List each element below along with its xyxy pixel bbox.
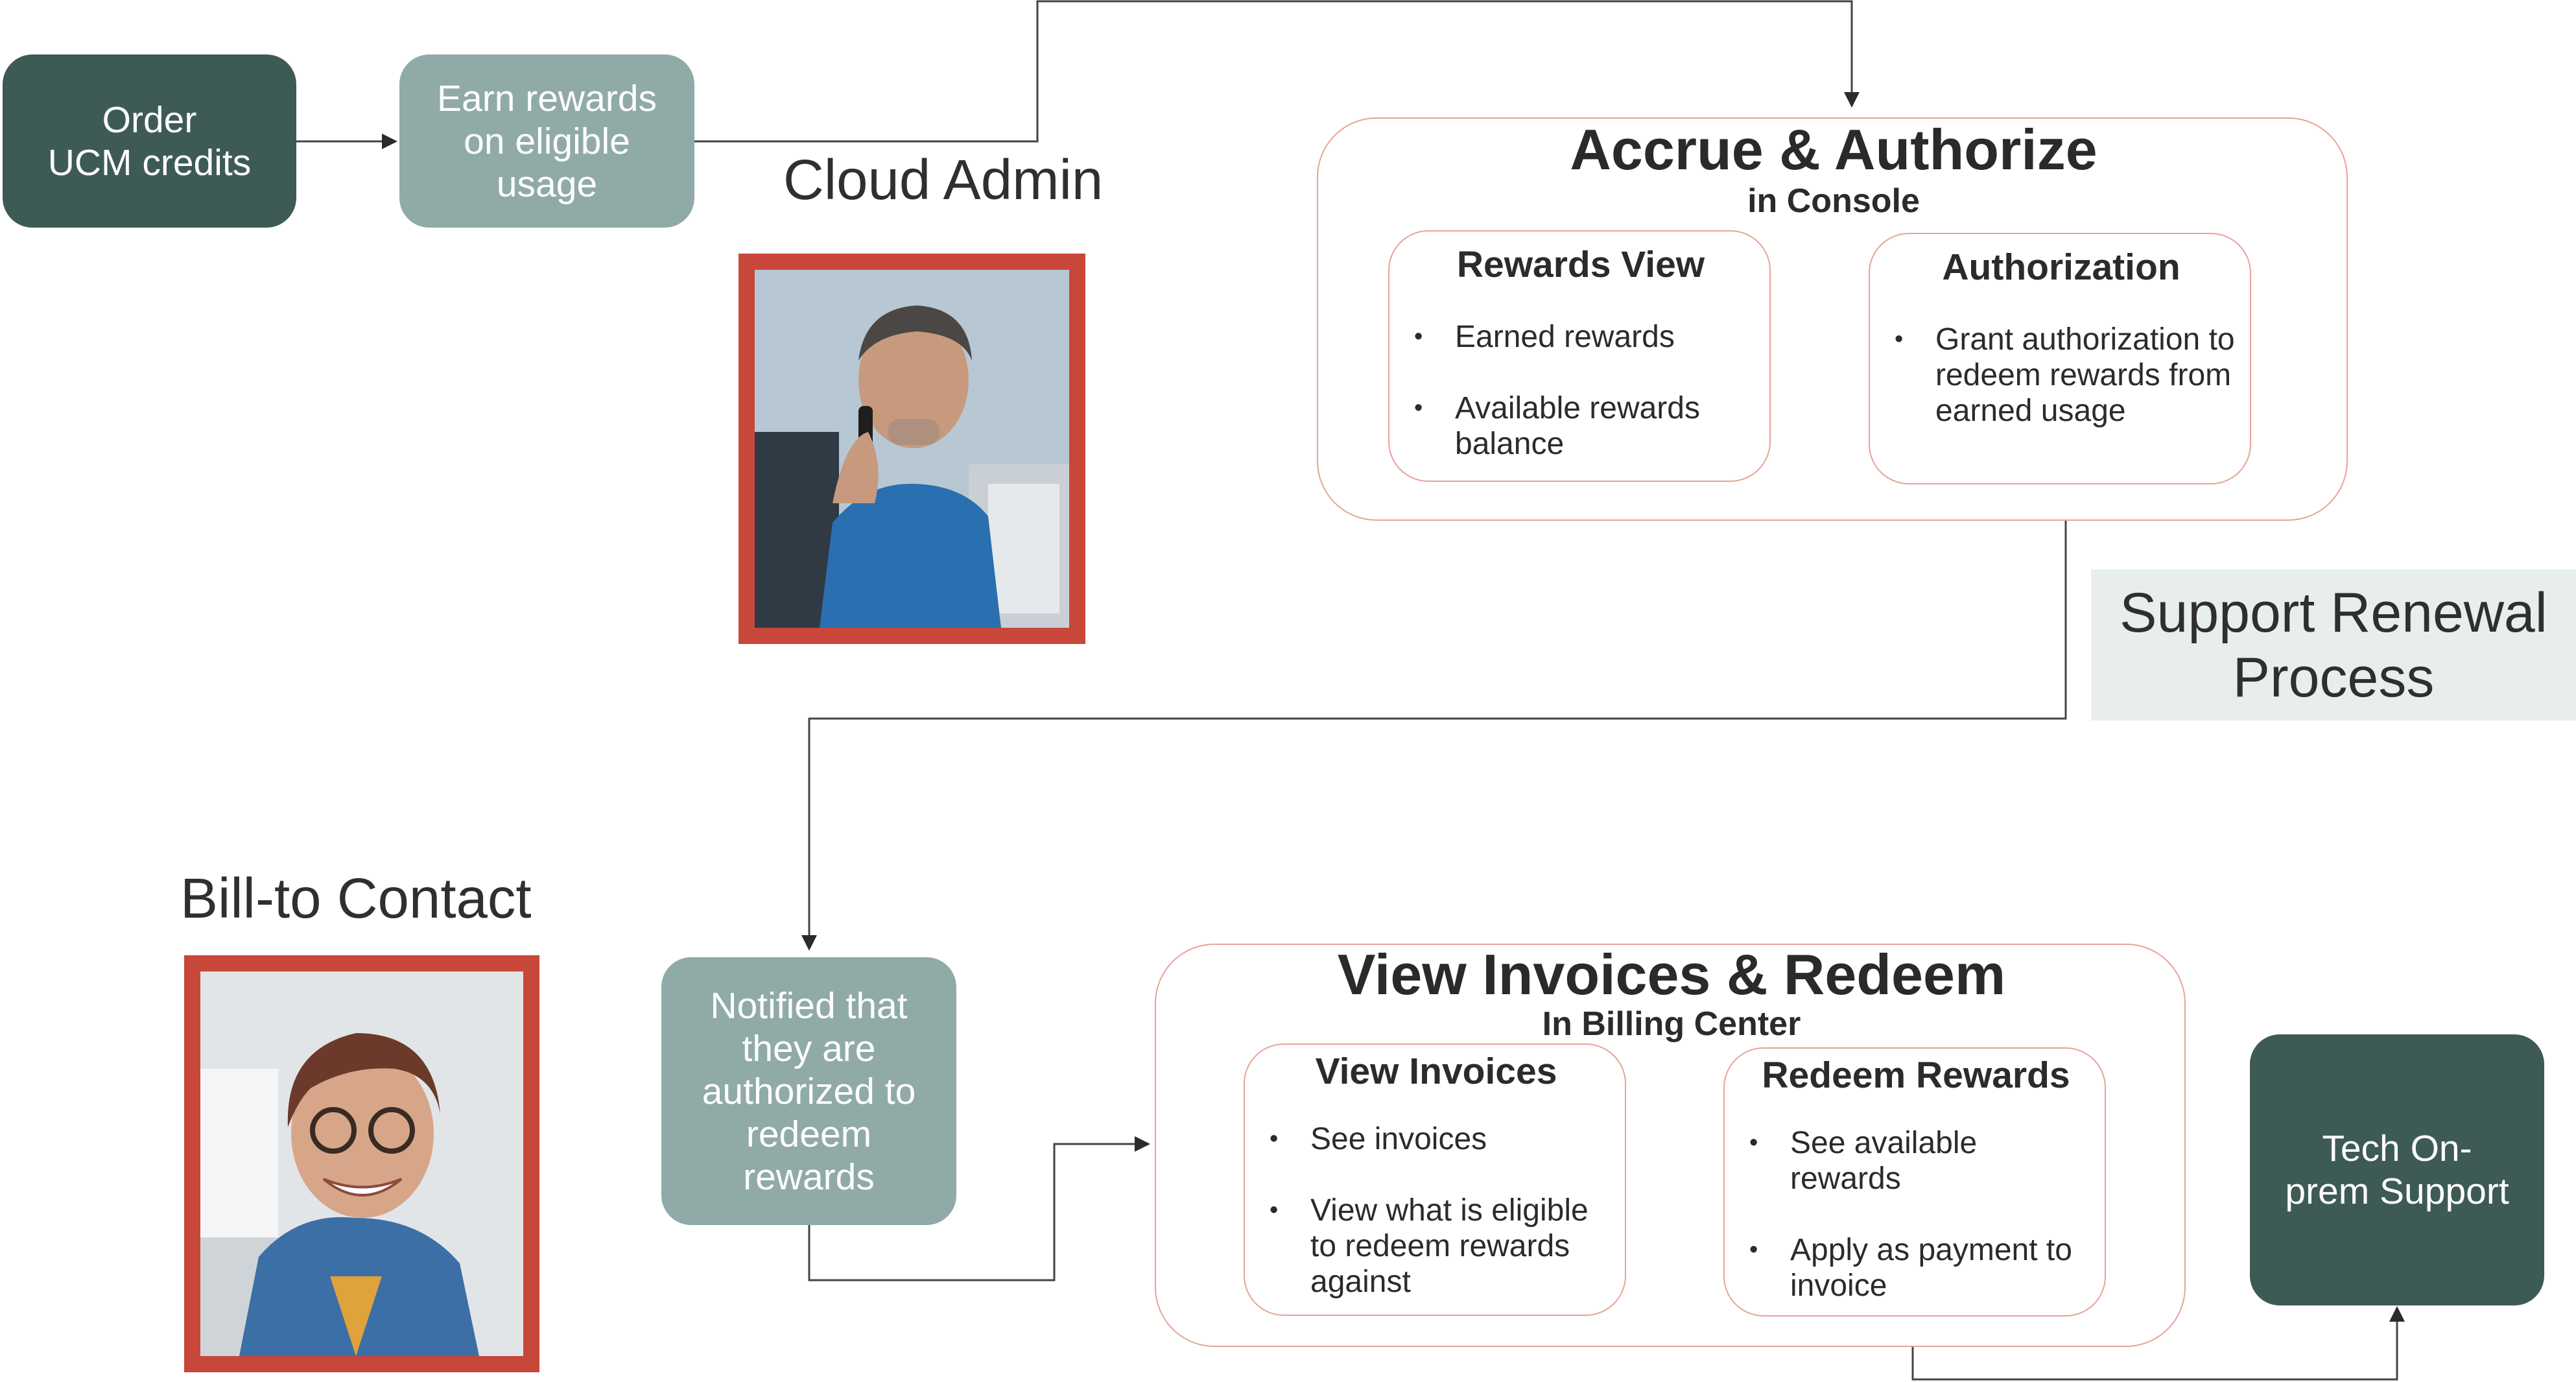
accrue-authorize-panel: Accrue & Authorize in Console Rewards Vi… [1317,117,2348,521]
earn-rewards-node: Earn rewards on eligible usage [399,54,694,228]
view-invoices-list: See invoices View what is eligible to re… [1245,1121,1595,1300]
bill-to-contact-photo [184,955,539,1372]
list-item: Available rewards balance [1389,390,1740,462]
list-item: See invoices [1245,1121,1595,1157]
cloud-admin-photo [739,254,1085,644]
smiling-woman-illustration [200,971,523,1356]
view-invoices-redeem-title: View Invoices & Redeem [1337,942,2006,1007]
arrow-notified-to-view [808,1136,1150,1281]
view-invoices-card: View Invoices See invoices View what is … [1244,1043,1626,1316]
redeem-rewards-list: See available rewards Apply as payment t… [1725,1125,2075,1304]
accrue-authorize-subtitle: in Console [1747,182,1920,220]
cloud-admin-label: Cloud Admin [783,149,1104,211]
view-invoices-redeem-panel: View Invoices & Redeem In Billing Center… [1155,944,2186,1347]
tech-on-prem-support-node: Tech On- prem Support [2250,1034,2544,1305]
support-renewal-process-box [2091,569,2576,721]
redeem-rewards-card: Redeem Rewards See available rewards App… [1723,1047,2106,1316]
list-item: See available rewards [1725,1125,2075,1197]
rewards-view-list: Earned rewards Available rewards balance [1389,319,1740,462]
arrow-earn-to-accrue [694,0,1860,143]
accrue-authorize-title: Accrue & Authorize [1570,117,2097,182]
list-item: Grant authorization to redeem rewards fr… [1870,322,2252,429]
arrow-accrue-to-notified [801,483,2067,951]
order-ucm-credits-node: Order UCM credits [3,54,296,228]
list-item: Earned rewards [1389,319,1740,355]
redeem-rewards-title: Redeem Rewards [1762,1054,2070,1096]
view-invoices-title: View Invoices [1315,1051,1557,1092]
authorization-card: Authorization Grant authorization to red… [1869,233,2251,484]
rewards-view-title: Rewards View [1456,244,1705,285]
man-on-phone-illustration [755,270,1069,628]
authorization-list: Grant authorization to redeem rewards fr… [1870,322,2252,429]
list-item: Apply as payment to invoice [1725,1232,2075,1304]
view-invoices-redeem-subtitle: In Billing Center [1542,1005,1801,1043]
list-item: View what is eligible to redeem rewards … [1245,1193,1595,1300]
authorization-title: Authorization [1942,246,2180,288]
bill-to-contact-label: Bill-to Contact [180,867,532,930]
notified-authorized-node: Notified that they are authorized to red… [661,957,956,1225]
arrow-redeem-to-tech [1911,1306,2405,1381]
rewards-view-card: Rewards View Earned rewards Available re… [1388,230,1771,482]
support-renewal-process-label: Support Renewal Process [2120,581,2547,709]
